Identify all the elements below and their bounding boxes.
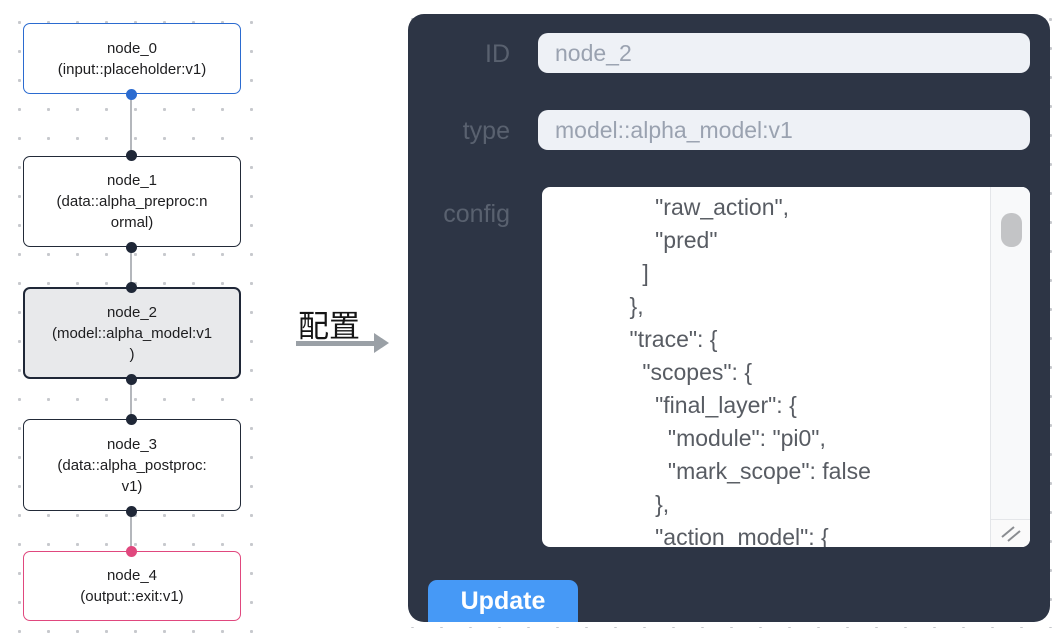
graph-node-node_0[interactable]: node_0 (input::placeholder:v1) bbox=[23, 23, 241, 94]
port-node2-output[interactable] bbox=[126, 374, 137, 385]
graph-node-node_1[interactable]: node_1 (data::alpha_preproc:n ormal) bbox=[23, 156, 241, 247]
port-node0-output[interactable] bbox=[126, 89, 137, 100]
update-button[interactable]: Update bbox=[428, 580, 578, 622]
right-arrow-icon bbox=[296, 341, 374, 346]
edge-node0-node1 bbox=[130, 94, 132, 155]
config-field-label: config bbox=[443, 200, 510, 228]
port-node3-output[interactable] bbox=[126, 506, 137, 517]
port-node2-input[interactable] bbox=[126, 282, 137, 293]
textarea-resize-handle-icon[interactable] bbox=[990, 519, 1030, 547]
config-scrollbar-thumb[interactable] bbox=[1001, 213, 1022, 247]
port-node1-output[interactable] bbox=[126, 242, 137, 253]
edge-node2-node3 bbox=[130, 379, 132, 419]
id-field-label: ID bbox=[485, 40, 510, 68]
node-config-panel: ID type config "raw_action", "pred" ] },… bbox=[408, 14, 1050, 622]
right-arrow-head-icon bbox=[374, 333, 389, 353]
edge-node1-node2 bbox=[130, 247, 132, 287]
graph-node-node_2-selected[interactable]: node_2 (model::alpha_model:v1 ) bbox=[23, 287, 241, 379]
type-field-label: type bbox=[462, 117, 510, 145]
graph-node-node_3[interactable]: node_3 (data::alpha_postproc: v1) bbox=[23, 419, 241, 511]
port-node3-input[interactable] bbox=[126, 414, 137, 425]
config-textarea[interactable]: "raw_action", "pred" ] }, "trace": { "sc… bbox=[542, 187, 1030, 547]
port-node4-input[interactable] bbox=[126, 546, 137, 557]
config-annotation-label: 配置 bbox=[298, 309, 360, 344]
graph-node-node_4[interactable]: node_4 (output::exit:v1) bbox=[23, 551, 241, 621]
config-json-content: "raw_action", "pred" ] }, "trace": { "sc… bbox=[629, 194, 871, 547]
port-node1-input[interactable] bbox=[126, 150, 137, 161]
id-input[interactable] bbox=[538, 33, 1030, 73]
edge-node3-node4 bbox=[130, 511, 132, 551]
config-scrollbar-track[interactable] bbox=[990, 187, 1030, 519]
type-input[interactable] bbox=[538, 110, 1030, 150]
